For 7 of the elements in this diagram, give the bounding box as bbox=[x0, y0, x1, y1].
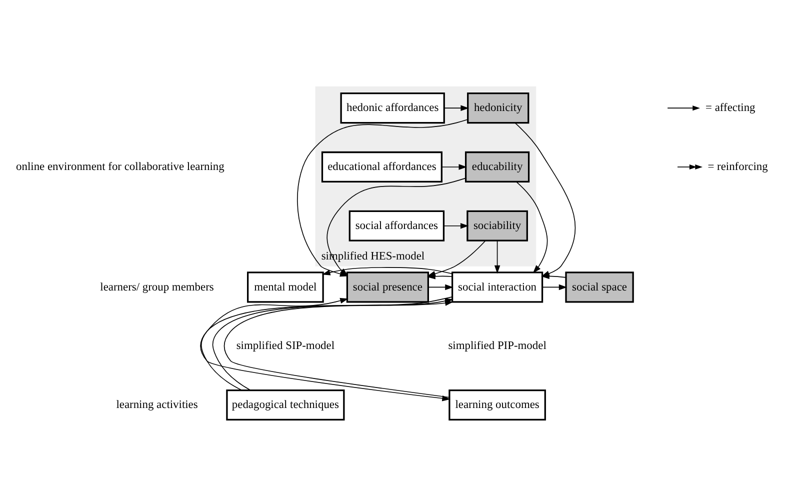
node-label: simplified SIP-model bbox=[236, 340, 335, 352]
label: learners/ group members bbox=[100, 280, 214, 293]
label: learning activities bbox=[116, 398, 198, 411]
node-label: simplified PIP-model bbox=[448, 340, 546, 352]
legend-label: = affecting bbox=[706, 102, 756, 114]
legend-label: = reinforcing bbox=[708, 160, 768, 173]
label: online environment for collaborative learning bbox=[16, 160, 224, 173]
